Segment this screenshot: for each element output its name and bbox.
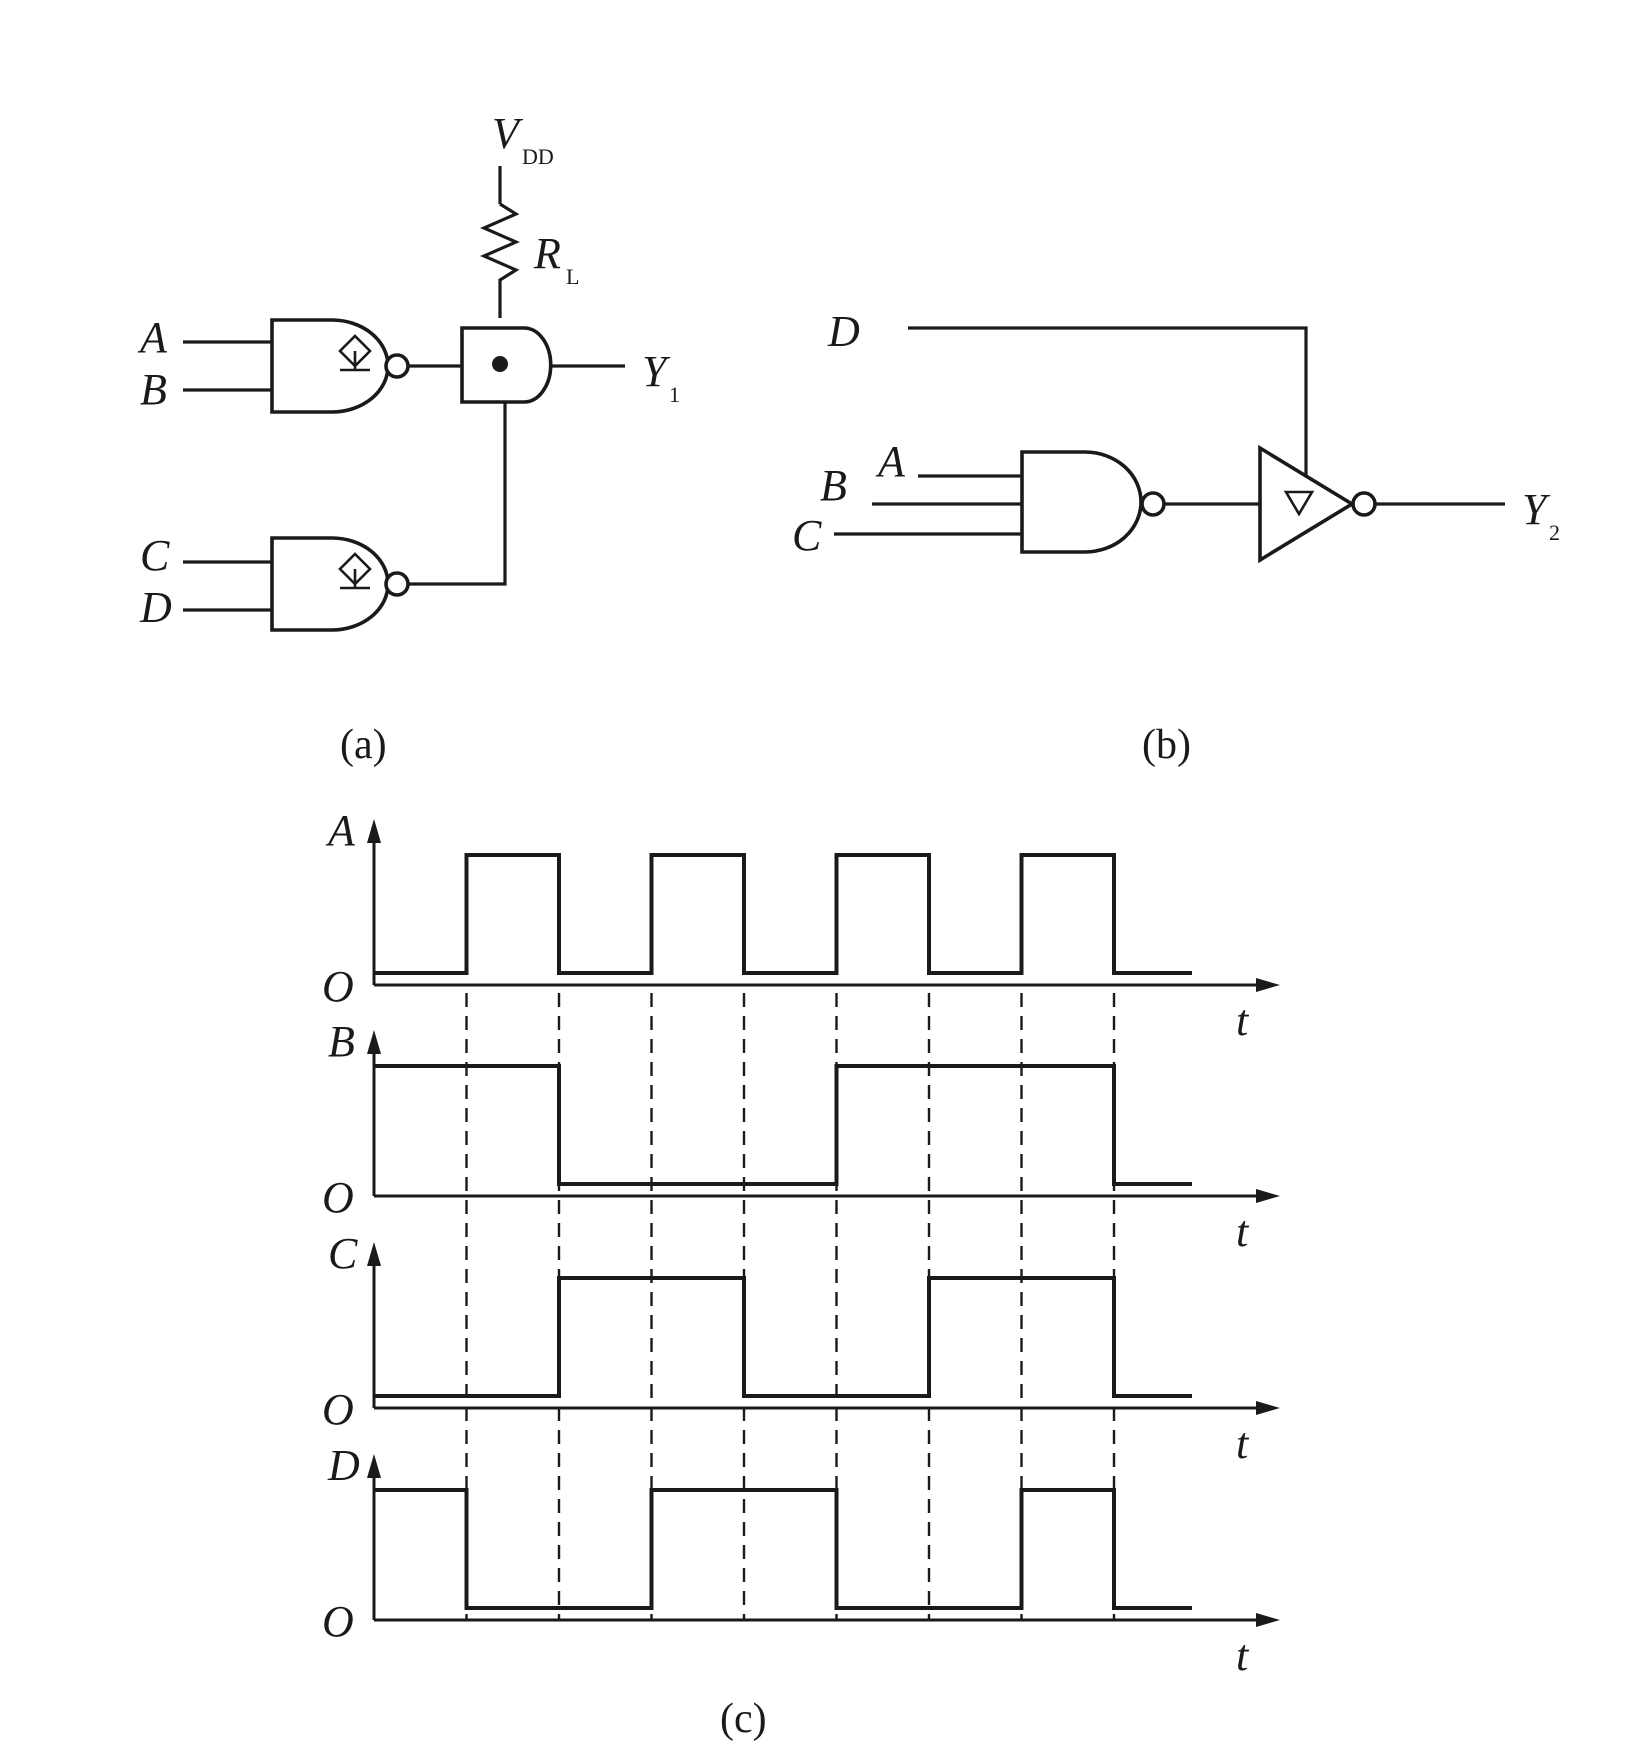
y-arrow-c bbox=[367, 1242, 381, 1266]
vdd-label: V bbox=[492, 109, 524, 158]
nand-bubble-b bbox=[1140, 491, 1166, 517]
nand-gate-b bbox=[1020, 450, 1143, 554]
y-arrow-b bbox=[367, 1030, 381, 1054]
waveform-c bbox=[374, 1276, 1192, 1398]
origin-label-c: O bbox=[322, 1385, 354, 1434]
circuit-b: D A B C Y 2 (b) bbox=[792, 307, 1560, 768]
waveform-b bbox=[374, 1064, 1192, 1186]
enable-d-label: D bbox=[827, 307, 860, 356]
load-resistor bbox=[480, 202, 520, 318]
open-drain-symbol-2 bbox=[338, 552, 372, 590]
signal-label-a: A bbox=[325, 806, 356, 855]
x-arrow-d bbox=[1256, 1613, 1280, 1627]
signal-label-c: C bbox=[328, 1229, 358, 1278]
y-arrow-a bbox=[367, 819, 381, 843]
open-drain-symbol-1 bbox=[338, 334, 372, 372]
x-arrow-b bbox=[1256, 1189, 1280, 1203]
rl-label: R bbox=[533, 229, 561, 278]
input-b-label: B bbox=[140, 365, 167, 414]
time-label-b: t bbox=[1236, 1207, 1250, 1256]
caption-a: (a) bbox=[340, 722, 387, 768]
time-label-d: t bbox=[1236, 1631, 1250, 1680]
gate2-output-wire bbox=[408, 402, 507, 586]
waveform-d bbox=[374, 1488, 1192, 1610]
tristate-bubble bbox=[1351, 491, 1377, 517]
enable-d-wire bbox=[908, 326, 1308, 476]
rl-subscript: L bbox=[566, 264, 579, 289]
y1-label: Y bbox=[642, 347, 671, 396]
input-c-label-b: C bbox=[792, 511, 822, 560]
waveform-a bbox=[374, 853, 1192, 975]
caption-c: (c) bbox=[720, 1696, 767, 1742]
input-d-label: D bbox=[139, 583, 172, 632]
caption-b: (b) bbox=[1142, 722, 1191, 768]
junction-dot bbox=[492, 356, 508, 372]
time-label-a: t bbox=[1236, 996, 1250, 1045]
origin-label-d: O bbox=[322, 1597, 354, 1646]
input-c-label: C bbox=[140, 531, 170, 580]
origin-label-b: O bbox=[322, 1173, 354, 1222]
input-a-label: A bbox=[137, 313, 168, 362]
y2-subscript: 2 bbox=[1549, 520, 1560, 545]
x-arrow-c bbox=[1256, 1401, 1280, 1415]
x-arrow-a bbox=[1256, 978, 1280, 992]
time-label-c: t bbox=[1236, 1419, 1250, 1468]
inverter-bubble-2 bbox=[384, 571, 410, 597]
circuit-a: V DD R L A B Y 1 C D (a) bbox=[137, 109, 680, 768]
signal-label-d: D bbox=[327, 1441, 360, 1490]
signal-label-b: B bbox=[328, 1017, 355, 1066]
inverter-bubble-1 bbox=[384, 353, 410, 379]
vdd-subscript: DD bbox=[522, 144, 554, 169]
tristate-symbol bbox=[1283, 490, 1315, 517]
input-a-label-b: A bbox=[875, 437, 906, 486]
y1-subscript: 1 bbox=[669, 382, 680, 407]
od-nand-gate-1 bbox=[270, 318, 390, 414]
y-arrow-d bbox=[367, 1454, 381, 1478]
origin-label-a: O bbox=[322, 962, 354, 1011]
y2-label: Y bbox=[1522, 485, 1551, 534]
input-b-label-b: B bbox=[820, 461, 847, 510]
od-nand-gate-2 bbox=[270, 536, 390, 632]
